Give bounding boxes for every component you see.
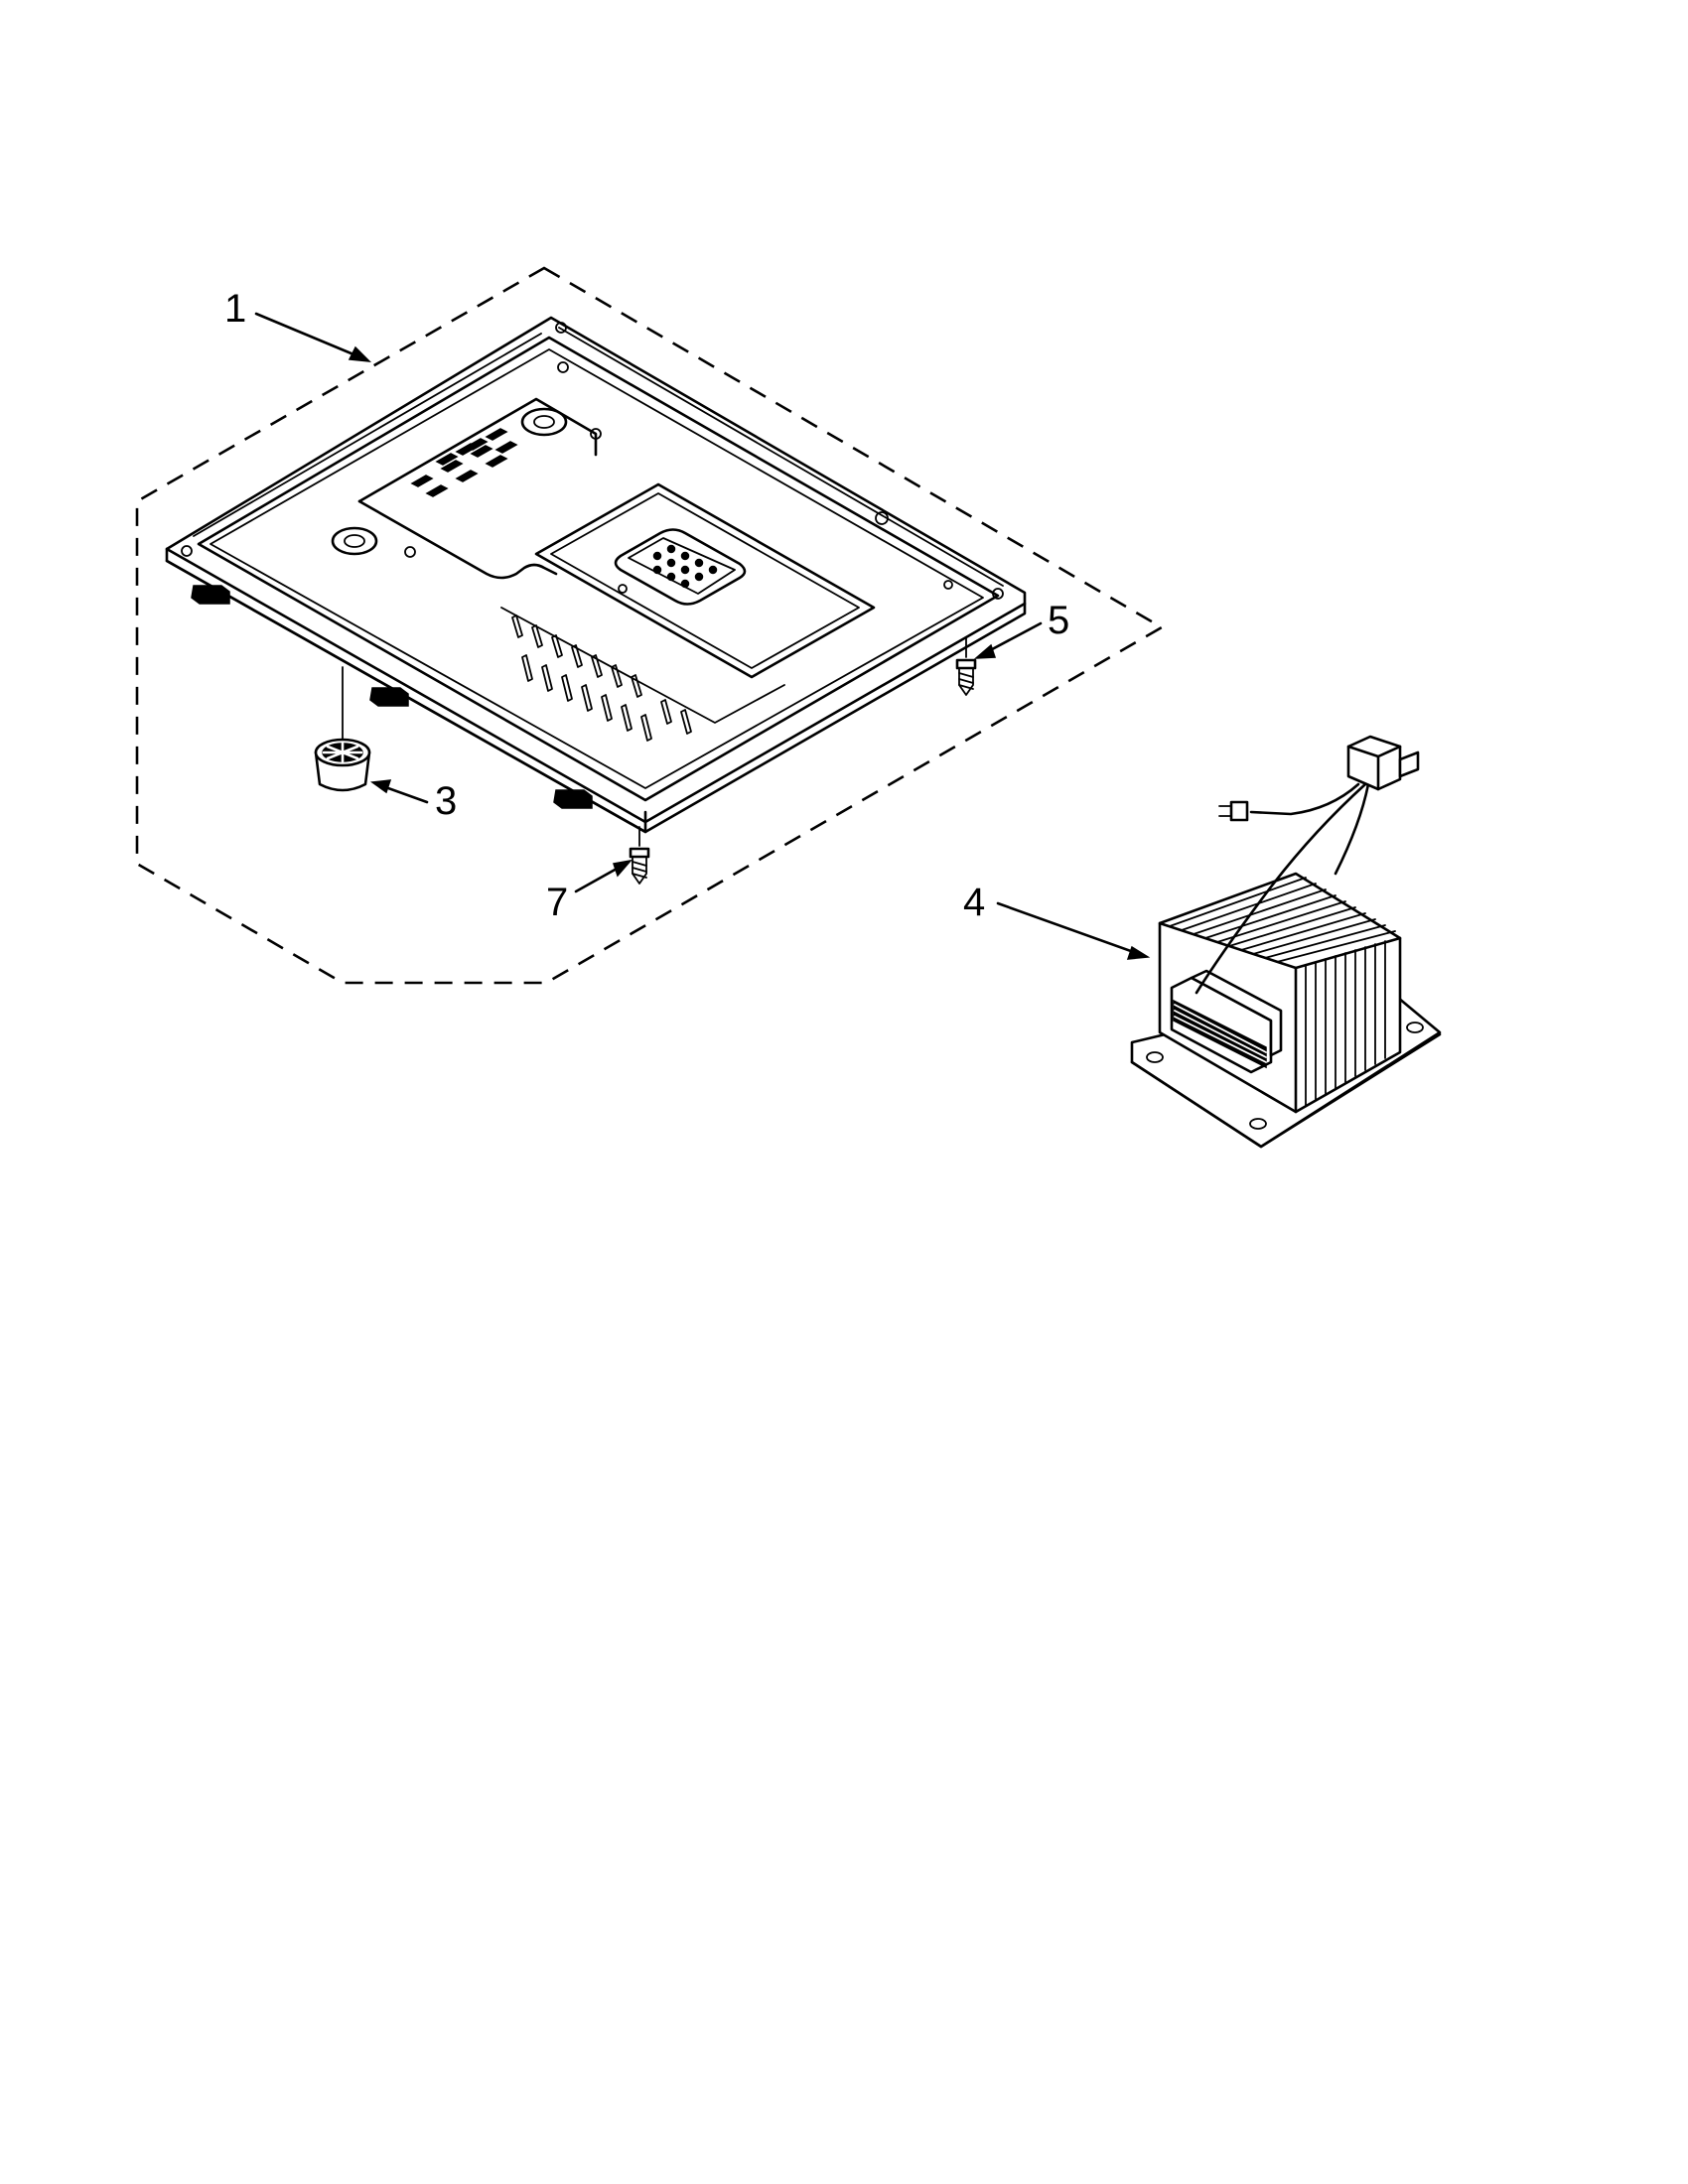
louvers-upper — [410, 428, 518, 497]
callout-5-label: 5 — [1048, 599, 1069, 642]
rubber-foot-icon — [314, 666, 371, 792]
tab-left — [191, 585, 230, 605]
callout-1: 1 — [224, 287, 372, 362]
callout-7-label: 7 — [546, 881, 568, 924]
screw-icon — [955, 637, 977, 696]
screw-icon — [629, 826, 650, 885]
callout-4: 4 — [963, 881, 1151, 960]
tab-middle — [369, 687, 409, 707]
callout-3: 3 — [369, 779, 457, 823]
laminations — [1305, 940, 1386, 1107]
high-voltage-transformer-icon — [1130, 735, 1442, 1149]
callout-1-label: 1 — [224, 287, 246, 331]
tab-right — [553, 789, 593, 809]
callout-5: 5 — [973, 599, 1069, 659]
callout-3-label: 3 — [435, 779, 457, 823]
callout-4-label: 4 — [963, 881, 985, 924]
base-plate-assembly — [165, 316, 1027, 834]
laminations-top — [1169, 877, 1396, 963]
vent-holes-pad — [652, 544, 718, 589]
callout-7: 7 — [546, 859, 633, 924]
louvers-front — [511, 614, 692, 742]
